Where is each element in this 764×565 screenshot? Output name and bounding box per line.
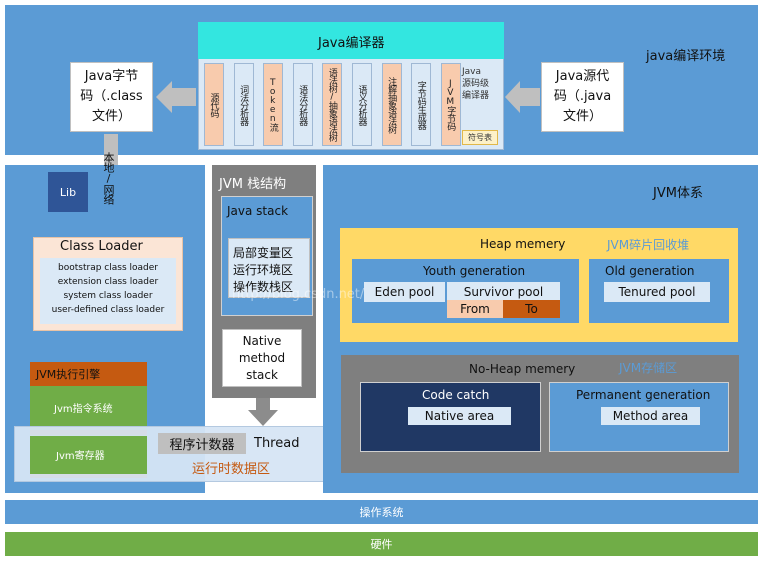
watermark: http://blog.csdn.net/ <box>232 287 365 302</box>
instruction-system-label: Jvm指令系统 <box>54 404 113 415</box>
java-compiler-title: Java编译器 <box>318 36 385 51</box>
hardware-label: 硬件 <box>370 538 393 551</box>
bytecode-file-box: Java字节 码（.class 文件） <box>70 62 153 132</box>
symbol-table-label: 符号表 <box>468 133 492 142</box>
runtime-data-area-label: 运行时数据区 <box>192 462 271 477</box>
to-space-label: To <box>525 302 538 316</box>
heap-memory-title: Heap memery <box>480 237 566 251</box>
stack-frame-box <box>228 238 310 298</box>
native-area-label: Native area <box>424 409 495 423</box>
symbol-table-box: 符号表 <box>462 130 498 145</box>
jvm-stack-title: JVM 栈结构 <box>219 177 287 192</box>
native-stack-box: Native method stack <box>222 329 302 387</box>
compile-environment-label: java编译环境 <box>646 49 726 64</box>
native-stack-label: Native method stack <box>238 333 286 382</box>
gc-heap-label: JVM碎片回收堆 <box>607 238 690 252</box>
to-space-box: To <box>503 300 560 318</box>
compiler-stage-9: JVM字节码 <box>440 63 461 146</box>
compiler-stage-6: 语义分析器 <box>352 63 372 146</box>
program-counter-box: 程序计数器 <box>158 433 246 454</box>
compiler-side-label: Java 源码级 编译器 <box>462 67 490 101</box>
method-area-label: Method area <box>612 409 689 423</box>
compiler-stage-label: 语法分析器 <box>297 84 308 125</box>
survivor-pool-label: Survivor pool <box>463 285 544 299</box>
compiler-stage-label: 源代码 <box>208 92 219 117</box>
method-area-box: Method area <box>601 407 700 425</box>
compiler-stage-2: 词法分析器 <box>233 63 254 146</box>
youth-generation-label: Youth generation <box>423 264 526 278</box>
compiler-stage-5: 语法树/抽象语法树 <box>322 63 343 146</box>
engine-over-band-green <box>30 436 147 474</box>
local-network-label: 本地/网络 <box>102 152 115 204</box>
os-bar: 操作系统 <box>5 500 758 524</box>
stack-frame-item: 局部变量区 <box>233 246 294 260</box>
source-file-box: Java源代 码（.java 文件） <box>541 62 624 132</box>
class-loader-item: bootstrap class loader <box>58 263 158 273</box>
compiler-stage-label: 词法分析器 <box>238 84 249 125</box>
from-space-label: From <box>460 302 490 316</box>
compiler-stage-label: JVM字节码 <box>445 79 456 130</box>
source-file-label: Java源代 码（.java 文件） <box>553 69 612 124</box>
class-loader-list <box>40 258 176 324</box>
native-area-box: Native area <box>408 407 511 425</box>
code-catch-label: Code catch <box>422 388 490 402</box>
program-counter-label: 程序计数器 <box>169 438 235 453</box>
stack-frame-item: 运行环境区 <box>233 263 294 277</box>
compiler-stage-4: 语法分析器 <box>292 63 313 146</box>
compiler-stage-label: 字节码生成器 <box>415 80 426 129</box>
noheap-memory-title: No-Heap memery <box>469 362 576 376</box>
class-loader-item: user-defined class loader <box>51 305 165 315</box>
execution-engine-label: JVM执行引擎 <box>36 368 101 381</box>
stack-to-runtime-arrow <box>248 398 278 426</box>
lib-box: Lib <box>48 172 88 212</box>
eden-pool-label: Eden pool <box>374 285 435 299</box>
compiler-stage-1: 源代码 <box>204 63 224 146</box>
hardware-bar: 硬件 <box>5 532 758 556</box>
bytecode-file-label: Java字节 码（.class 文件） <box>80 69 143 124</box>
from-space-box: From <box>447 300 503 318</box>
class-loader-item: extension class loader <box>57 277 159 287</box>
execution-engine-header: JVM执行引擎 <box>30 362 147 386</box>
storage-area-label: JVM存储区 <box>619 361 678 375</box>
class-loader-title: Class Loader <box>60 239 143 254</box>
stack-frame-item: 操作数栈区 <box>233 280 294 294</box>
tenured-pool-label: Tenured pool <box>618 285 696 299</box>
compiler-stage-3: Token流 <box>263 63 284 146</box>
thread-label: Thread <box>254 436 300 451</box>
compiler-stage-label: 注解抽象语法树 <box>386 76 397 133</box>
java-stack-label: Java stack <box>227 204 289 218</box>
permanent-generation-label: Permanent generation <box>576 388 711 402</box>
os-label: 操作系统 <box>359 506 404 519</box>
jvm-system-title: JVM体系 <box>653 186 703 201</box>
eden-pool-box: Eden pool <box>364 282 445 302</box>
compiler-stage-7: 注解抽象语法树 <box>381 63 402 146</box>
compiler-stage-8: 字节码生成器 <box>411 63 432 146</box>
compiler-stage-label: 语法树/抽象语法树 <box>326 68 337 141</box>
registers-label-front: Jvm寄存器 <box>56 451 105 462</box>
compiler-stage-label: 语义分析器 <box>356 84 367 125</box>
tenured-pool-box: Tenured pool <box>604 282 710 302</box>
lib-label: Lib <box>59 185 77 199</box>
source-to-compiler-arrow <box>505 81 540 113</box>
survivor-pool-box: Survivor pool <box>447 282 560 302</box>
class-loader-item: system class loader <box>63 291 153 301</box>
compiler-stage-label: Token流 <box>267 78 278 131</box>
java-compiler-header <box>198 22 504 59</box>
old-generation-label: Old generation <box>605 264 695 278</box>
compiler-to-bytecode-arrow <box>156 81 196 113</box>
